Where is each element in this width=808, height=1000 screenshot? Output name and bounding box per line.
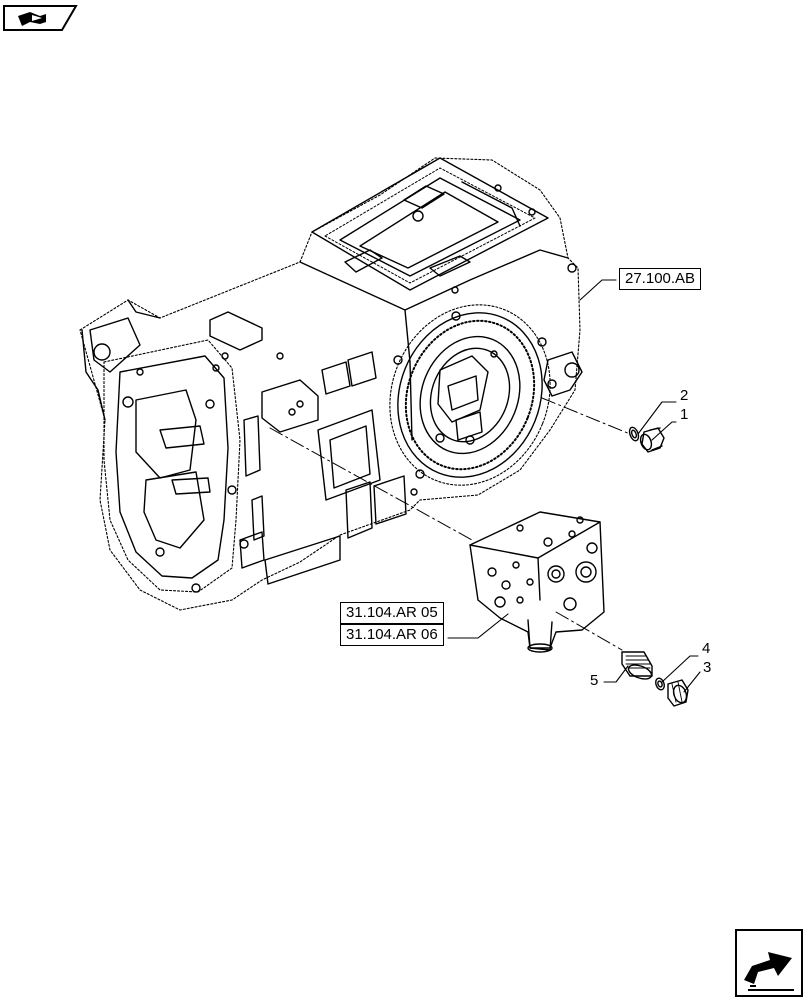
top-opening <box>311 157 577 294</box>
book-arrow-icon[interactable] <box>0 0 80 34</box>
callout-3: 3 <box>703 659 712 676</box>
part-1-plug <box>639 427 665 453</box>
housing-outline <box>79 157 581 611</box>
callout-4: 4 <box>702 640 711 657</box>
part-4-washer <box>655 677 665 691</box>
reference-label-31-104-ar-06[interactable]: 31.104.AR 06 <box>340 624 444 646</box>
part-5-sensor <box>621 651 653 680</box>
front-flange <box>89 317 249 593</box>
part-2-seal <box>628 426 640 442</box>
callout-1: 1 <box>680 406 689 423</box>
leader-lines <box>447 279 701 693</box>
callout-2: 2 <box>680 387 689 404</box>
side-features <box>209 311 418 585</box>
valve-block <box>469 511 605 653</box>
reference-label-27-100-ab[interactable]: 27.100.AB <box>619 268 702 290</box>
callout-5: 5 <box>590 672 599 689</box>
centre-lines <box>269 397 631 651</box>
next-page-arrow-icon[interactable] <box>734 928 804 998</box>
rear-flange-ring <box>389 304 583 486</box>
part-3-fitting <box>667 679 689 707</box>
reference-label-31-104-ar-05[interactable]: 31.104.AR 05 <box>340 602 444 624</box>
